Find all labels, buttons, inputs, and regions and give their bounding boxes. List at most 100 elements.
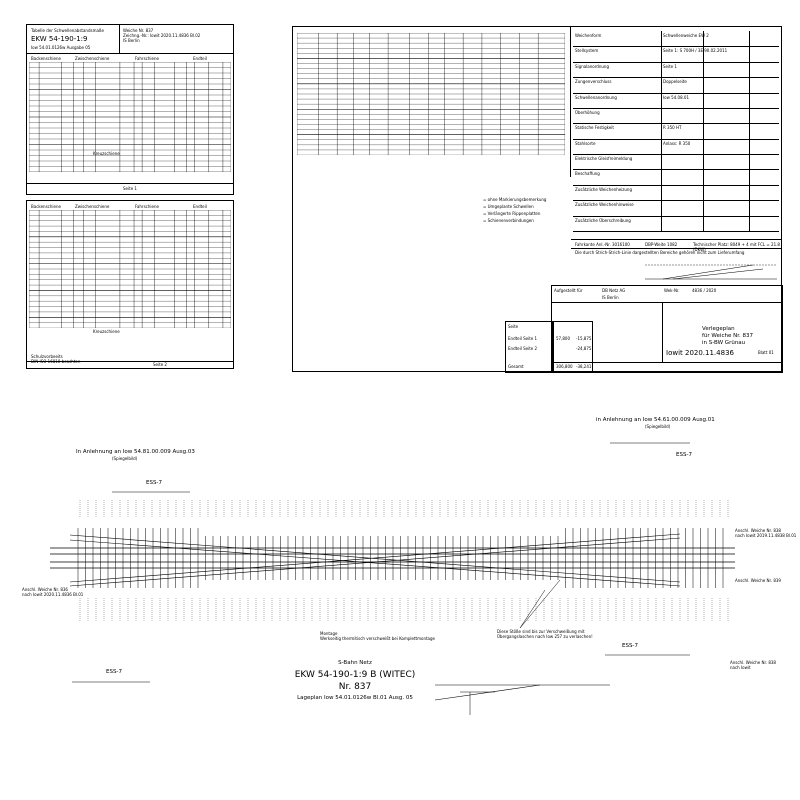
ess7-left-bottom: ESS-7 (106, 669, 122, 675)
diverging-rail-3 (69, 533, 681, 583)
spec-prop-value: R 350 HT (663, 125, 682, 131)
ref-left-sub: (Spiegelbild) (112, 456, 138, 461)
ess7-right-bottom: ESS-7 (622, 643, 638, 649)
spec-prop-value: Iow 54.08.01 (663, 94, 689, 100)
spec-title-block: Aufgestellt für DB Netz AG IS Berlin Wek… (551, 285, 783, 373)
sheet1-table (28, 61, 232, 173)
sheet1-kreuz-label: Kreuzschiene (93, 151, 120, 156)
spec-in-sbw: in S-BW Grünau (702, 340, 746, 346)
spec-seite-label: Seite (508, 324, 519, 329)
spec-val3: -24,875 (576, 346, 592, 351)
spec-legend: = ohne Markierungsbemerkung = Umgeplante… (483, 197, 547, 223)
grid3-lines (296, 32, 566, 156)
sheet1-title: Tabelle der Schwellenabstandsmaße EKW 54… (31, 28, 104, 50)
spec-prop-label: Zusätzliche Überschreibung (575, 217, 631, 223)
sheet2-page-label: Seite 2 (153, 362, 167, 367)
sheet2-foot: Schulzvorbeeits DIN ISO 16818 beachten (31, 354, 81, 364)
sheet-seite-2: Backenschiene Zwischenschiene Fahrschien… (26, 200, 234, 369)
sheet2-table (28, 209, 232, 329)
ess7-left-top: ESS-7 (146, 480, 162, 486)
spec-prop-label: Stellsystem (575, 48, 599, 54)
spec-dbp: DBP-Weite 1082 (645, 242, 678, 247)
spec-wenk-nr: Wek-Nr. (664, 288, 680, 293)
spec-verlegeplan: Verlegeplan (702, 326, 735, 332)
diverging-rail-4 (69, 537, 681, 587)
spec-seite2: Endteil Seite 2 (508, 346, 538, 351)
spec-schwellen-table (296, 32, 566, 156)
grid1-lines (28, 61, 232, 173)
spec-prop-label: Zusätzliche Weichenhinweise (575, 202, 634, 208)
spec-sketch (645, 264, 777, 280)
spec-prop-value: Schwellenweiche EW 2 (663, 33, 709, 38)
ref-right-sub: (Spiegelbild) (645, 424, 671, 429)
spec-prop-label: Elektrische Gleisfreimeldung (575, 156, 633, 162)
sheet2-col-endteil: Endteil (193, 204, 207, 209)
sheet1-col-zwischen: Zwischenschiene (75, 56, 110, 61)
spec-gesamt: Gesamt (508, 364, 524, 369)
spec-prop-label: Schwellenanordnung (575, 94, 617, 100)
spec-prop-label: Stahlsorte (575, 140, 596, 146)
spec-fuer-weiche: für Weiche Nr. 837 (702, 333, 753, 339)
spec-prop-label: Zungenverschluss (575, 79, 612, 85)
note-arrow-1 (519, 589, 546, 629)
anschl-right-1: Anschl. Weiche Nr. 838 nach Iowit 2019.1… (735, 528, 797, 538)
sheet-seite-1: Tabelle der Schwellenabstandsmaße EKW 54… (26, 24, 234, 195)
spec-db-netz: DB Netz AG (602, 288, 626, 293)
montage-note: Montage Werkseitig thermitisch verschwei… (320, 631, 435, 641)
sheet2-col-backen: Backenschiene (31, 204, 61, 209)
grid2-lines (28, 209, 232, 329)
spec-is-berlin: IS Berlin (602, 295, 619, 300)
spec-seite-summary: Seite Endteil Seite 1 Endteil Seite 2 Ge… (505, 321, 553, 373)
ratio-sketch-diag (434, 684, 541, 701)
diverging-rail-2 (69, 539, 681, 587)
spec-tech: Technischer Platz: 8049 + 4 mit FCL = 21… (693, 242, 780, 252)
sheet1-col-endteil: Endteil (193, 56, 207, 61)
plan-title-net: S-Bahn Netz (338, 660, 372, 666)
spec-aufgestellt: Aufgestellt für (554, 288, 583, 293)
spec-seite-values: 57,800 -15,875 -24,875 306,800 -38,241 (553, 321, 593, 373)
spec-iowit: Iowit 2020.11.4836 (666, 349, 734, 357)
spec-val2: -15,875 (576, 336, 592, 341)
note-arrow-2 (519, 579, 561, 629)
ref-left: In Anlehnung an Iow 54.81.00.009 Ausg.03 (76, 449, 195, 455)
sheet2-col-fahr: Fahrschiene (135, 204, 159, 209)
track-layout-plan (50, 442, 735, 715)
plan-title: S-Bahn Netz EKW 54-190-1:9 B (WITEC) Nr.… (260, 660, 450, 701)
diverging-rail-1 (69, 534, 681, 583)
spec-fahrkante: Fahrkante Anl.-Nr. 3016100 (575, 242, 630, 247)
spec-prop-label: Weichenform (575, 33, 602, 38)
spec-seite1: Endteil Seite 1 (508, 336, 538, 341)
spec-prop-value: Seite 1 (663, 63, 677, 69)
sheet-spec: Weichenform Schwellenweiche EW 2 Stellsyst… (292, 26, 783, 373)
spec-prop-label: Zusätzliche Weichenheizung (575, 186, 633, 192)
spec-prop-label: Statische Festigkeit (575, 125, 614, 131)
stoss-note: Diese Stöße sind bis zur Verschweißung m… (497, 629, 593, 639)
spec-val1: 57,800 (556, 336, 570, 341)
sheet1-page-label: Seite 1 (123, 186, 137, 191)
spec-prop-value: Anlass: R 350 (663, 140, 691, 146)
spec-total: 306,800 (556, 364, 573, 369)
spec-prop-label: Signalanordnung (575, 63, 609, 69)
spec-prop-label: Überhöhung (575, 109, 600, 115)
spec-prop-value: Seite 1: S 700H / 3E 90.02.2011 (663, 48, 728, 54)
sheet2-kreuz-label: Kreuzschiene (93, 329, 120, 334)
ref-right: in Anlehnung an Iow 54.61.00.009 Ausg.01 (596, 417, 715, 423)
sheet2-col-zwischen: Zwischenschiene (75, 204, 110, 209)
sheet1-col-backen: Backenschiene (31, 56, 61, 61)
sheet1-weiche-info: Weiche Nr. 837 Zeichng.-Nr.: Iowit 2020.… (123, 28, 201, 43)
spec-prop-label: Beschaffung (575, 171, 600, 177)
spec-note-main: Die durch Strich-Strich-Linie dargestell… (575, 250, 745, 255)
spec-wenk-val: 4836 / 2020 (692, 288, 717, 293)
spec-property-table: Weichenform Schwellenweiche EW 2 Stellsyst… (573, 31, 779, 241)
sheet1-col-fahr: Fahrschiene (135, 56, 159, 61)
plan-title-lage: Lageplan Iow 54.01.0126w Bl.01 Ausg. 05 (297, 695, 413, 701)
ess7-right-top: ESS-7 (676, 452, 692, 458)
anschl-right-2: Anschl. Weiche Nr. 839 (735, 578, 781, 583)
spec-blatt: Blatt 01 (758, 350, 774, 355)
spec-prop-value: Doppelseite (663, 79, 687, 85)
anschl-left: Anschl. Weiche Nr. 836 nach Iowit 2020.1… (22, 587, 84, 597)
anschl-right-3: Anschl. Weiche Nr. 838 nach Iowit (730, 660, 776, 670)
plan-title-nr: Nr. 837 (338, 682, 372, 692)
spec-total2: -38,241 (576, 364, 592, 369)
plan-title-main: EKW 54-190-1:9 B (WITEC) (294, 670, 416, 680)
